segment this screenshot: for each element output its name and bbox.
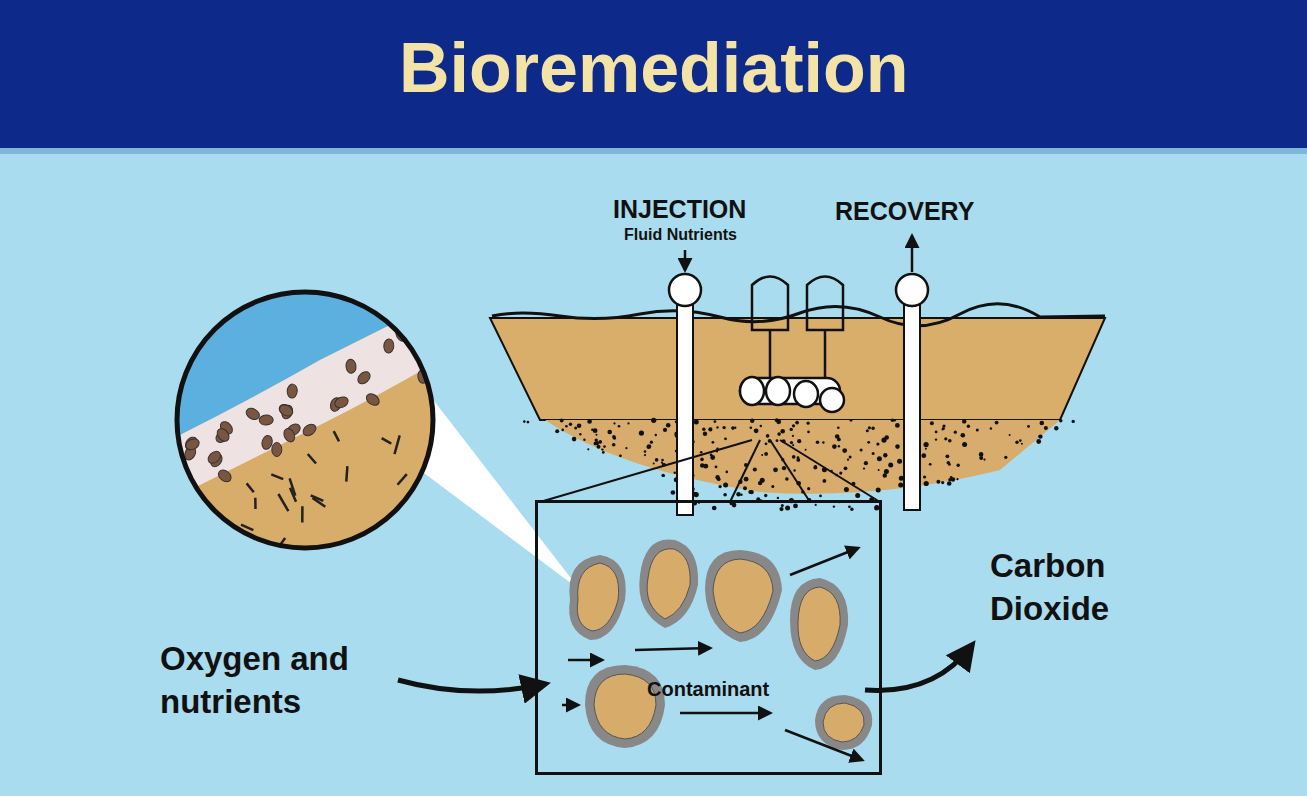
node-label: Contaminant: [647, 678, 769, 700]
well-sublabel: Fluid Nutrients: [624, 226, 737, 244]
zoom-box: Contaminant: [535, 500, 882, 775]
flow-arrows: [398, 548, 972, 760]
title-band: [0, 0, 1307, 148]
contaminated-zone: [545, 420, 1060, 494]
recovery-well: [904, 305, 920, 510]
treatment-tanks: [740, 277, 844, 413]
injection-well: [677, 305, 693, 515]
title: Bioremediation: [399, 30, 909, 107]
magnifier-circle: [177, 292, 433, 548]
well-label: RECOVERY: [835, 198, 974, 226]
soil: [490, 318, 1105, 420]
soil-particles: [569, 539, 872, 750]
input-label: Oxygen and nutrients: [160, 638, 405, 724]
output-label: Carbon Dioxide: [990, 545, 1190, 631]
well-label: INJECTION: [613, 196, 746, 224]
